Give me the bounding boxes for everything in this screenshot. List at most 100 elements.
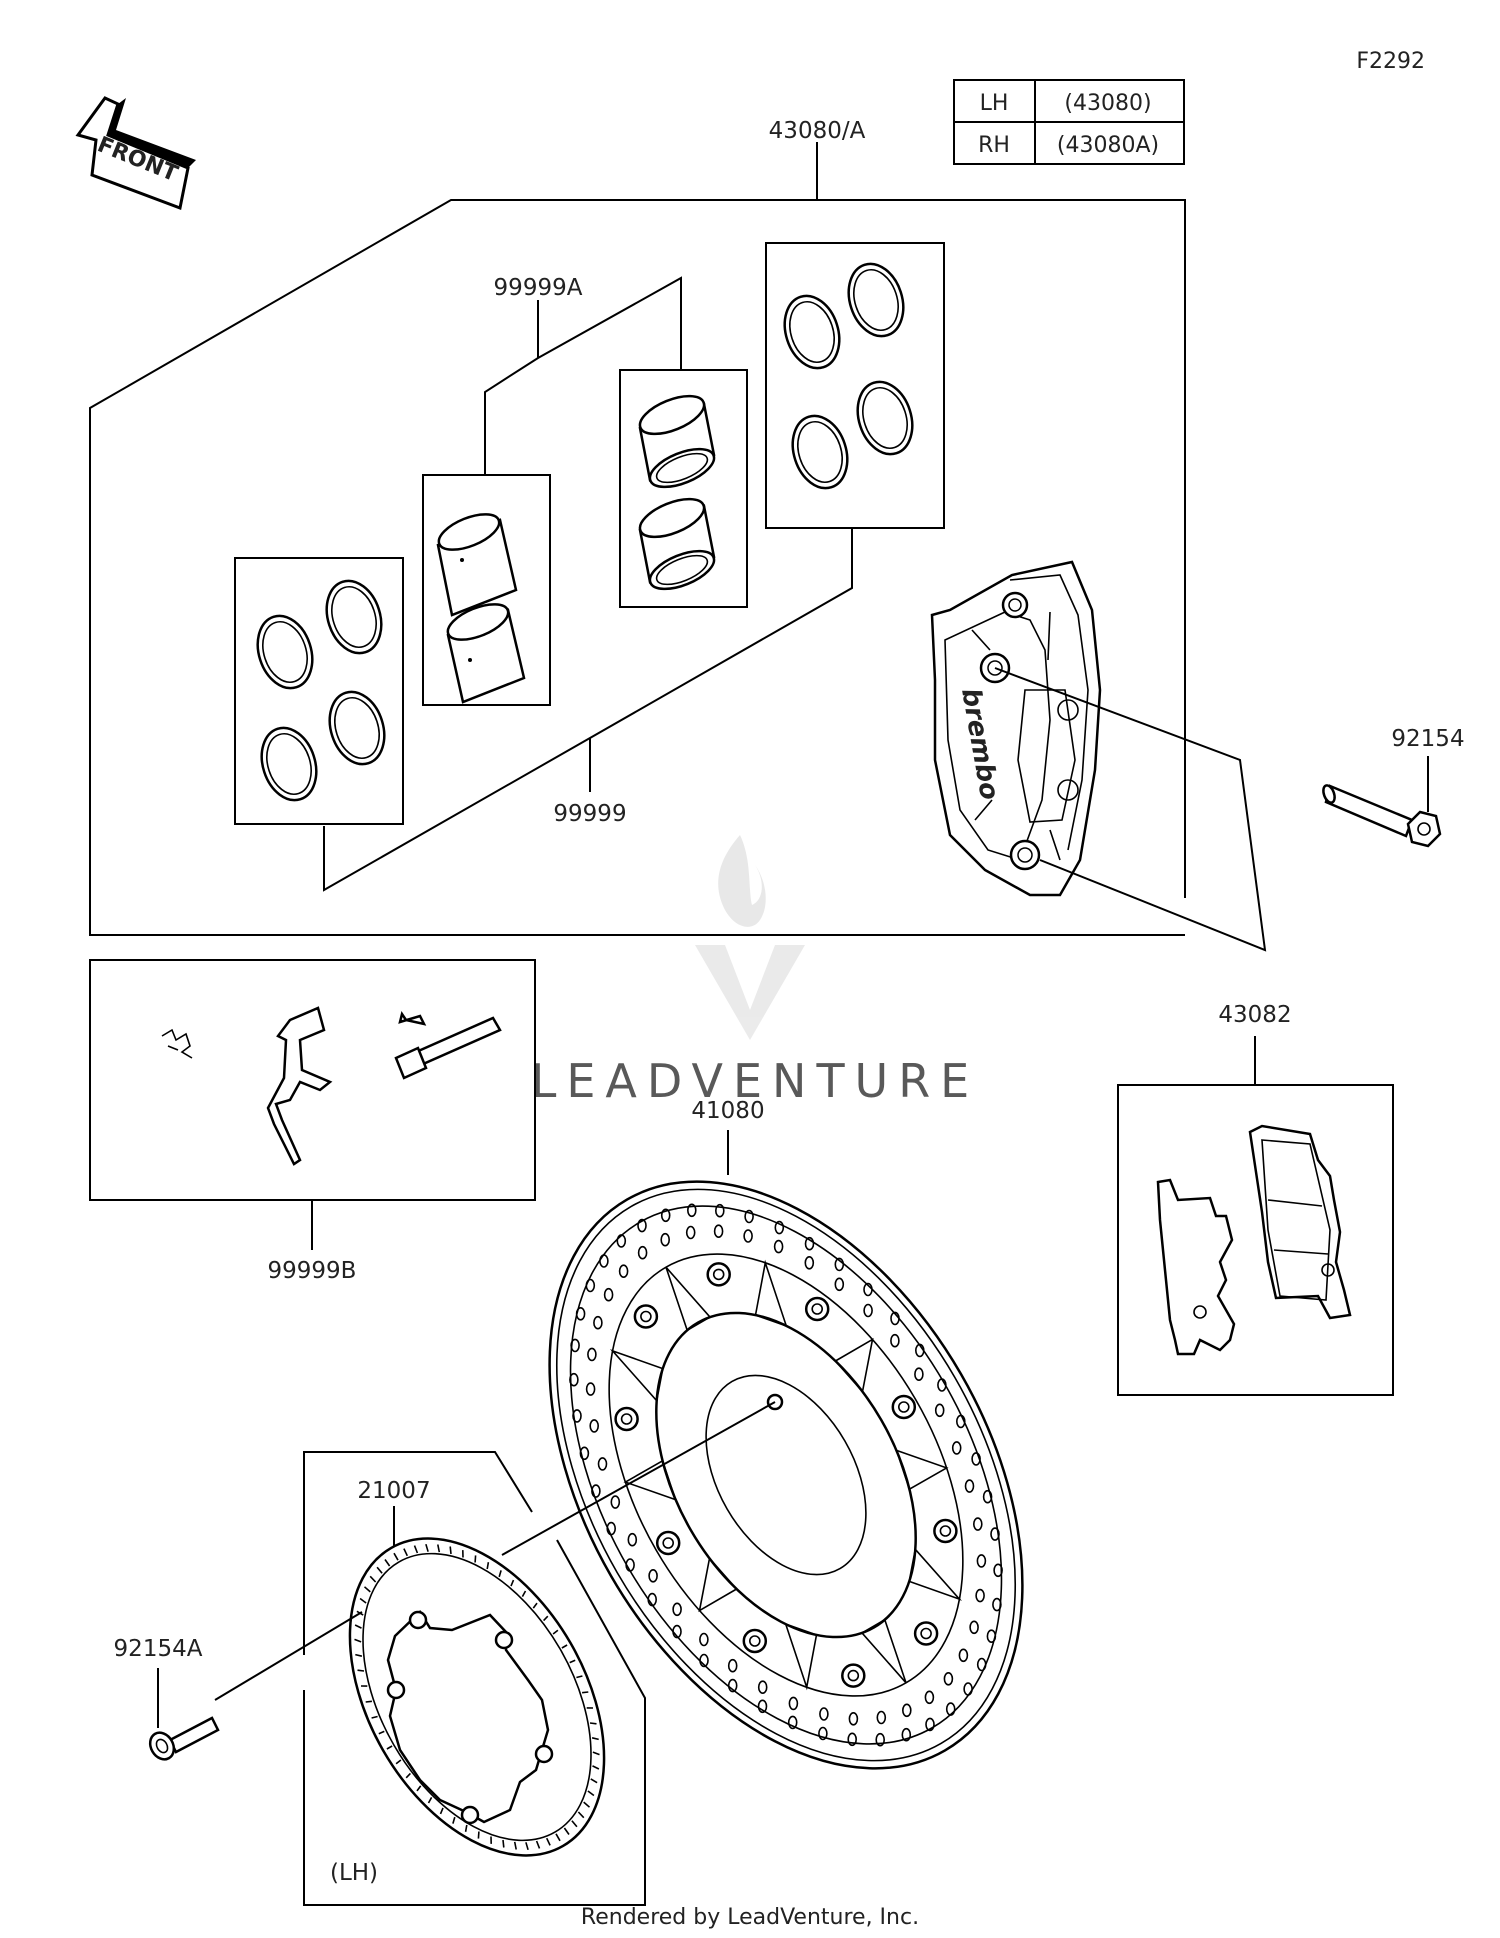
disc-hole	[579, 1446, 590, 1461]
label-rotor-bolt: 92154A	[114, 1636, 203, 1662]
seal-set-box-right	[765, 242, 945, 529]
disc-hole	[589, 1419, 600, 1433]
disc-spoke	[665, 1266, 712, 1332]
disc-hole	[890, 1333, 900, 1348]
disc-hole	[945, 1702, 956, 1716]
disc-floater	[933, 1518, 958, 1544]
legend-table: LH (43080) RH (43080A)	[953, 79, 1185, 165]
disc-hole	[975, 1588, 985, 1603]
watermark-text: LEADVENTURE	[531, 1054, 980, 1108]
disc-hole	[597, 1457, 608, 1471]
label-hardware-kit: 99999B	[268, 1258, 357, 1284]
rotor-tooth	[363, 1586, 371, 1593]
disc-hole	[847, 1732, 858, 1747]
disc-floater-hole	[662, 1537, 675, 1549]
rotor-tooth	[587, 1790, 595, 1797]
disc-hole	[672, 1602, 682, 1617]
rotor-tooth	[413, 1545, 419, 1554]
rotor-tooth	[371, 1715, 378, 1719]
disc-hole	[648, 1569, 658, 1583]
disc-hole	[804, 1236, 815, 1251]
rotor-tooth	[592, 1751, 600, 1756]
disc-hole	[699, 1653, 709, 1668]
disc-floater-hole	[897, 1401, 910, 1413]
rotor-tooth	[357, 1669, 365, 1672]
rotor-tooth	[427, 1797, 433, 1804]
disc-hole	[951, 1441, 962, 1455]
rotor-bolt: 92154A	[114, 1611, 363, 1761]
disc-hole	[943, 1672, 954, 1686]
disc-hole	[848, 1712, 859, 1726]
rotor-tooth	[563, 1827, 570, 1835]
disc-hole	[986, 1629, 997, 1643]
rotor-tooth	[592, 1765, 600, 1770]
disc-hole	[992, 1597, 1002, 1612]
rotor-tooth	[569, 1659, 576, 1664]
rotor-teeth	[354, 1543, 600, 1851]
disc-hole	[774, 1220, 785, 1235]
rotor-tooth	[535, 1840, 541, 1849]
rotor-tooth	[555, 1833, 561, 1842]
disc-hole	[914, 1367, 924, 1381]
disc-hole	[955, 1414, 966, 1429]
label-piston-kit: 99999A	[494, 275, 583, 301]
rotor-tooth	[439, 1807, 444, 1815]
disc-hole	[672, 1624, 682, 1639]
disc-hole	[743, 1229, 753, 1243]
disc-hole	[587, 1347, 597, 1362]
rotor-tooth	[477, 1831, 480, 1839]
rotor-tooth	[545, 1837, 551, 1846]
rotor-tooth	[449, 1546, 452, 1555]
rotor-tooth	[502, 1839, 505, 1848]
disc-hole	[925, 1717, 935, 1732]
rotor-tooth	[393, 1552, 399, 1561]
legend-part-lh: (43080)	[1064, 91, 1151, 116]
disc-floater	[655, 1530, 681, 1556]
disc-spoke	[609, 1349, 664, 1403]
rotor-tooth	[561, 1644, 568, 1649]
disc-hole	[969, 1620, 979, 1635]
rotor-tooth	[543, 1615, 549, 1622]
disc-leader	[501, 1401, 776, 1556]
brake-disc: 41080	[548, 1098, 1024, 1770]
rotor-tooth	[386, 1745, 393, 1750]
label-rotor-side: (LH)	[330, 1860, 378, 1886]
disc-spoke	[834, 1337, 874, 1394]
label-brake-disc: 41080	[691, 1098, 764, 1124]
disc-hole	[972, 1517, 983, 1531]
disc-floater-hole	[939, 1525, 952, 1537]
disc-hole	[818, 1726, 828, 1741]
disc-hole	[819, 1707, 829, 1721]
disc-hole	[603, 1287, 614, 1302]
disc-hole	[976, 1657, 987, 1672]
rotor-tooth	[425, 1543, 429, 1552]
rotor-tooth	[577, 1811, 585, 1819]
rotor-tooth	[464, 1824, 468, 1832]
disc-floater	[633, 1304, 659, 1329]
rotor-tooth	[437, 1544, 441, 1553]
disc-hole	[787, 1715, 798, 1730]
disc-hole	[788, 1696, 799, 1711]
disc-floater	[804, 1296, 830, 1322]
disc-hole	[618, 1264, 629, 1278]
disc-hole	[570, 1338, 580, 1353]
disc-floater-hole	[748, 1635, 761, 1647]
disc-spoke	[754, 1259, 788, 1328]
disc-hole	[875, 1732, 886, 1747]
disc-hole	[901, 1727, 912, 1742]
disc-hole	[569, 1372, 579, 1387]
brake-caliper: brembo	[930, 560, 1102, 897]
disc-hole	[976, 1554, 987, 1568]
disc-floater	[891, 1394, 917, 1420]
disc-hole	[660, 1208, 671, 1223]
disc-hole	[699, 1632, 709, 1647]
caliper-assembly-outline: 43080/A	[89, 118, 1186, 936]
legend-side-lh: LH	[980, 91, 1009, 116]
disc-floater-hole	[712, 1268, 725, 1281]
disc-hole	[572, 1409, 582, 1423]
rotor-tooth	[576, 1675, 583, 1679]
disc-hole	[727, 1678, 738, 1693]
rotor-tooth	[589, 1722, 597, 1725]
disc-hole	[585, 1278, 596, 1293]
